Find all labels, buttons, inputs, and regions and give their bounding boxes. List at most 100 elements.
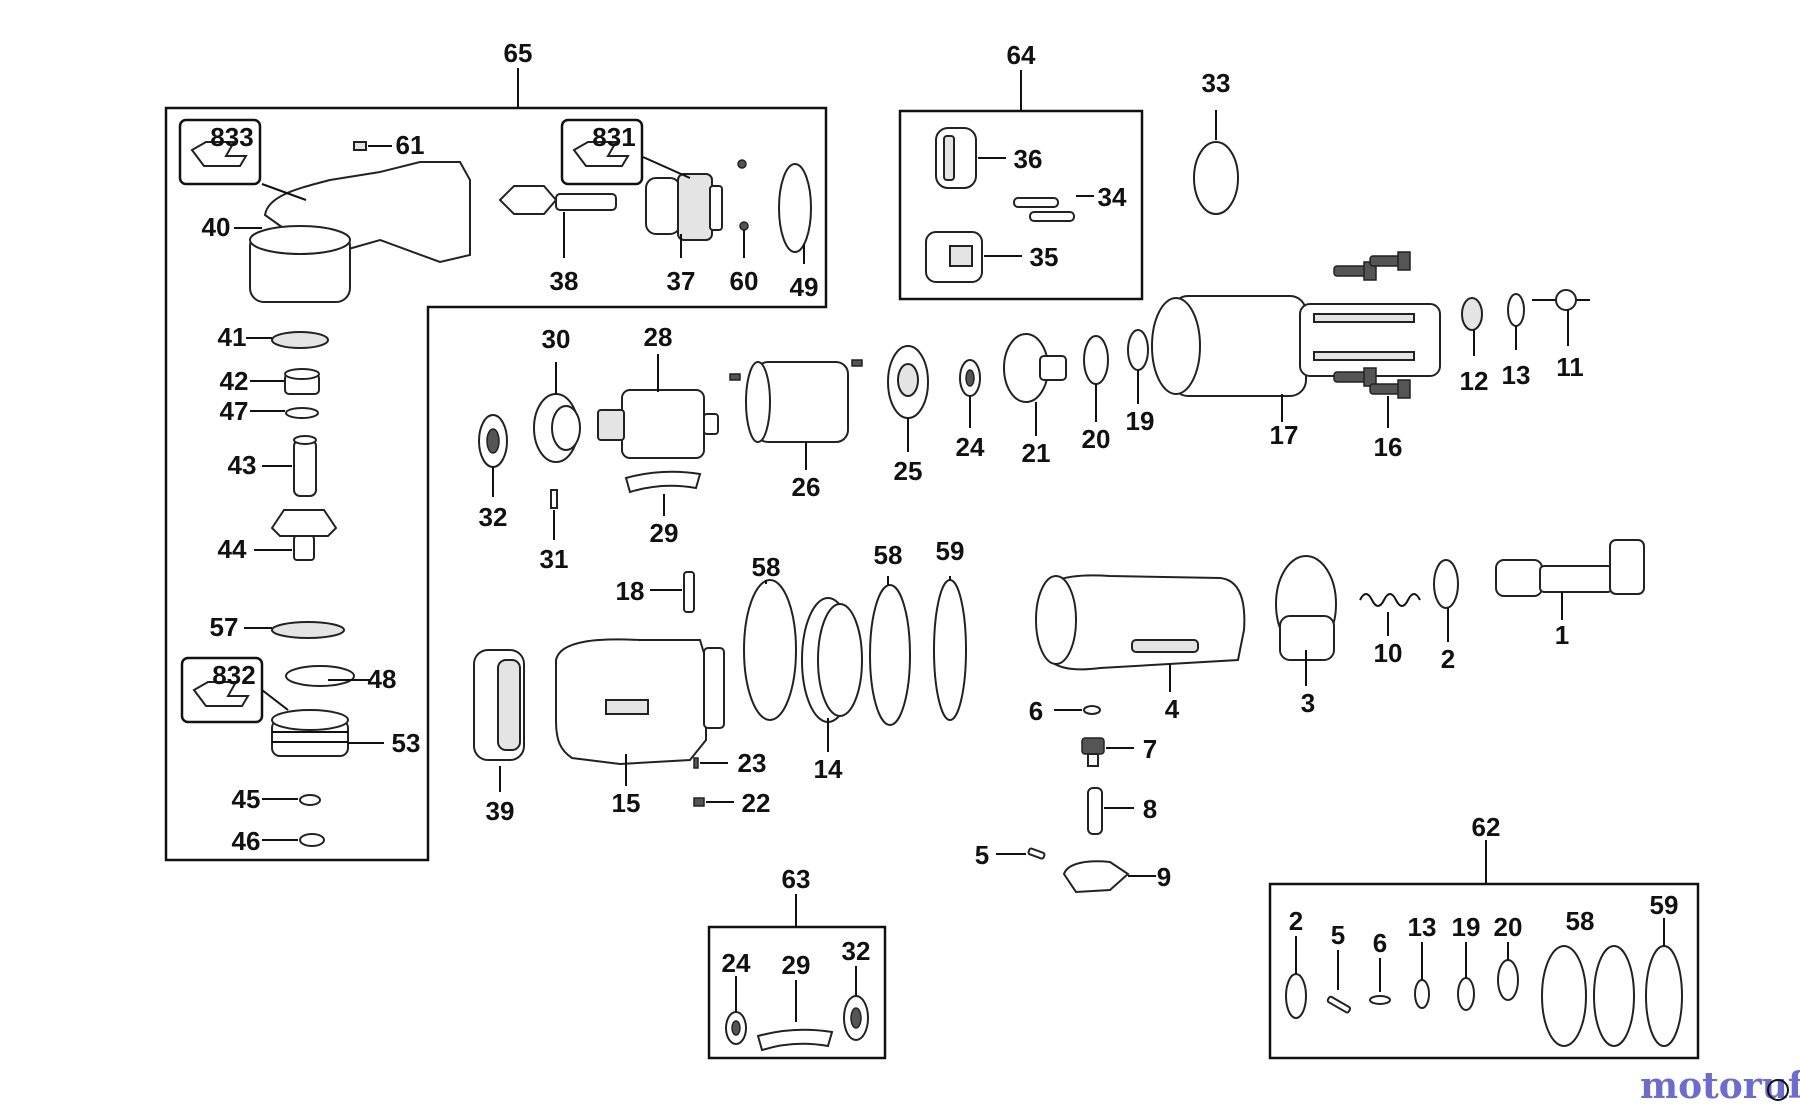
brush-icon [572, 141, 630, 167]
washer [299, 794, 321, 806]
label-19b: 19 [1452, 912, 1481, 942]
front-end-plate [887, 345, 929, 419]
rear-bearing-plate [533, 393, 581, 463]
screw [739, 221, 749, 231]
label-60: 60 [730, 266, 759, 296]
clutch-cage [935, 127, 977, 189]
label-44: 44 [218, 534, 247, 564]
bearing [959, 359, 981, 397]
screw [737, 159, 747, 169]
bolt [1333, 367, 1377, 387]
handle-housing [1035, 574, 1246, 671]
bevel-gear [270, 509, 338, 561]
angle-head-housing [249, 161, 471, 303]
label-23: 23 [738, 748, 767, 778]
spacer-washer [1193, 141, 1239, 215]
exhaust-deflector [1275, 555, 1337, 661]
label-12: 12 [1460, 366, 1489, 396]
label-29: 29 [650, 518, 679, 548]
cylinder [745, 361, 849, 443]
clutch-hammer [925, 231, 983, 283]
label-7: 7 [1143, 734, 1157, 764]
pin [1013, 197, 1059, 208]
label-20: 20 [1082, 424, 1111, 454]
trigger-pin [1027, 847, 1046, 860]
label-831: 831 [592, 122, 635, 152]
rotor-vane [624, 470, 702, 494]
snap-ring [299, 833, 325, 847]
motor-housing [1151, 295, 1441, 397]
screw [353, 141, 367, 151]
bearing [725, 1011, 747, 1045]
screw [693, 797, 705, 807]
pin [1029, 211, 1075, 222]
label-49: 49 [790, 272, 819, 302]
adjustment-ring [801, 597, 863, 723]
kit-box-62 [1268, 882, 1700, 1060]
label-61: 61 [396, 130, 425, 160]
label-32b: 32 [842, 936, 871, 966]
label-19: 19 [1126, 406, 1155, 436]
spring [1359, 593, 1421, 607]
label-34: 34 [1098, 182, 1127, 212]
label-46: 46 [232, 826, 261, 856]
label-832: 832 [212, 660, 255, 690]
label-48: 48 [368, 664, 397, 694]
pin [1326, 995, 1352, 1014]
bevel-gear-shaft [498, 185, 617, 215]
valve-plate [1003, 333, 1067, 403]
label-63: 63 [782, 864, 811, 894]
o-ring [869, 584, 911, 726]
label-5b: 5 [1331, 920, 1345, 950]
bearing [478, 414, 508, 468]
label-26: 26 [792, 472, 821, 502]
label-8: 8 [1143, 794, 1157, 824]
label-25: 25 [894, 456, 923, 486]
pin [851, 359, 863, 367]
label-58c: 58 [1566, 906, 1595, 936]
label-14: 14 [814, 754, 843, 784]
washer [271, 331, 329, 349]
label-17: 17 [1270, 420, 1299, 450]
rear-housing [555, 638, 725, 766]
flange-washer [271, 621, 345, 639]
label-53: 53 [392, 728, 421, 758]
air-inlet [1495, 539, 1645, 597]
part-labels: 65 64 33 833 831 832 61 40 38 37 60 49 3… [202, 38, 1679, 980]
label-10: 10 [1374, 638, 1403, 668]
label-4: 4 [1165, 694, 1180, 724]
label-30: 30 [542, 324, 571, 354]
threaded-ring [271, 709, 349, 757]
seal-ring [1461, 297, 1483, 331]
pin [550, 489, 558, 509]
brush-icon [192, 681, 250, 707]
label-58b: 58 [874, 540, 903, 570]
label-6b: 6 [1373, 928, 1387, 958]
label-6a: 6 [1029, 696, 1043, 726]
bolt [1369, 251, 1411, 271]
label-45: 45 [232, 784, 261, 814]
label-9: 9 [1157, 862, 1171, 892]
pin [683, 571, 695, 613]
label-24: 24 [956, 432, 985, 462]
o-ring [1433, 559, 1459, 609]
trigger [1062, 860, 1130, 894]
label-2b: 2 [1289, 906, 1303, 936]
label-37: 37 [667, 266, 696, 296]
label-59b: 59 [1650, 890, 1679, 920]
label-11: 11 [1556, 352, 1584, 382]
label-39: 39 [486, 796, 515, 826]
o-ring [1083, 335, 1109, 385]
inner-handle-grip [473, 649, 525, 761]
pin [1087, 787, 1103, 835]
label-38: 38 [550, 266, 579, 296]
o-ring [1497, 959, 1519, 1001]
o-ring [1285, 973, 1307, 1019]
label-41: 41 [218, 322, 247, 352]
o-ring [743, 579, 797, 721]
pin [729, 373, 741, 381]
brush-icon [190, 141, 248, 167]
retaining-ring [778, 163, 812, 253]
